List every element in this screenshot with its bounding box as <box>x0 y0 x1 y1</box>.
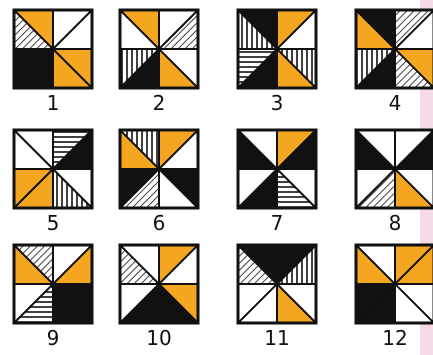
pinwheel-square-3: 3 <box>238 10 316 115</box>
figure-number-label: 6 <box>153 211 166 235</box>
pinwheel-square-7: 7 <box>238 130 316 235</box>
pinwheel-square-11: 11 <box>238 245 316 350</box>
figure-number-label: 8 <box>389 211 402 235</box>
figure-number-label: 2 <box>153 91 166 115</box>
figure-number-label: 3 <box>271 91 284 115</box>
figure-number-label: 4 <box>389 91 402 115</box>
figure-number-label: 12 <box>382 326 407 350</box>
pinwheel-square-6: 6 <box>120 130 198 235</box>
pinwheel-square-5: 5 <box>14 130 92 235</box>
pinwheel-square-10: 10 <box>120 245 198 350</box>
pinwheel-square-9: 9 <box>14 245 92 350</box>
pinwheel-square-8: 8 <box>356 130 433 235</box>
figure-number-label: 5 <box>47 211 60 235</box>
pinwheel-square-2: 2 <box>120 10 198 115</box>
figure-number-label: 11 <box>264 326 289 350</box>
pinwheel-square-4: 4 <box>356 10 433 115</box>
pinwheel-square-12: 12 <box>356 245 433 350</box>
figure-number-label: 7 <box>271 211 284 235</box>
pinwheel-square-1: 1 <box>14 10 92 115</box>
figure-number-label: 9 <box>47 326 60 350</box>
figure-number-label: 1 <box>47 91 60 115</box>
figure-number-label: 10 <box>146 326 171 350</box>
